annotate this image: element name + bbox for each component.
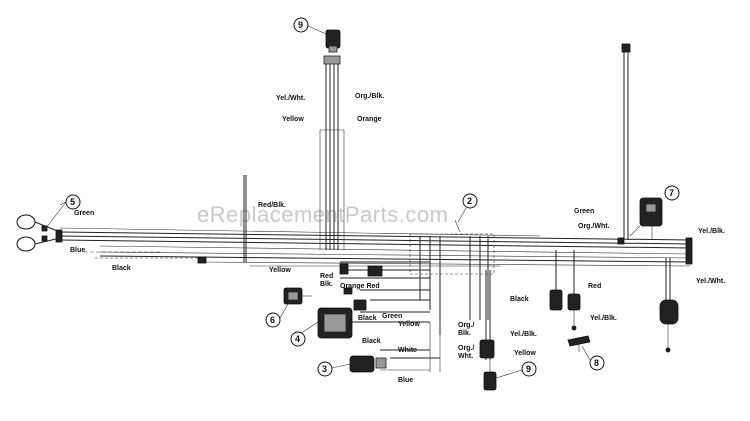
headlight-bulb-lower [16,236,36,252]
callout-9-bottom [521,361,537,377]
mast-cap [621,43,631,53]
label-yellow-low: Yellow [514,350,536,357]
label-yel-wht-right: Yel./Wht. [696,278,725,285]
label-orange-top: Orange [357,116,382,123]
label-org-wht-low: Org./Wht. [458,345,474,360]
label-blue-low: Blue [398,377,413,384]
label-org-wht-right: Org./Wht. [578,223,610,230]
callouts: 9 5 2 7 6 4 3 9 8 [65,17,680,379]
main-harness [55,227,693,267]
label-blue-left: Blue [70,247,85,254]
label-yel-blk-low: Yel./Blk. [510,331,537,338]
label-org-blk-low: Org./Blk. [458,322,474,337]
label-white: White [398,347,417,354]
svg-text:7: 7 [669,188,674,198]
left-end-connector [55,229,63,243]
svg-text:5: 5 [70,197,75,207]
headlight-group [16,199,71,252]
label-org-blk-top: Org./Blk. [355,93,384,100]
svg-text:2: 2 [467,196,472,206]
label-yel-wht-top: Yel./Wht. [276,95,305,102]
trunk-grommet [323,55,341,65]
switch-part [283,287,312,305]
label-yel-blk-right2: Yel./Blk. [590,315,617,322]
fuse-part [567,335,591,352]
callout-3 [317,361,333,377]
top-connector-part [325,29,341,49]
right-plug [659,299,679,325]
watermark-text: eReplacementParts.com [197,202,448,227]
lower-trunk [479,270,497,391]
junction-block [409,219,495,335]
right-mast [621,43,631,240]
label-green-right: Green [574,208,594,215]
callout-8 [589,355,605,371]
label-yellow-top: Yellow [282,116,304,123]
label-red: Red [320,273,333,280]
label-orange-red: Orange Red [340,283,380,290]
svg-text:4: 4 [295,334,300,344]
svg-text:9: 9 [526,364,531,374]
callout-4 [290,331,306,347]
label-green-mid: Green [382,313,402,320]
label-yel-blk-right: Yel./Blk. [698,228,725,235]
wire-labels: Yel./Wht. Org./Blk. Yellow Orange Green … [70,93,725,384]
callout-7 [664,185,680,201]
headlight-bulb-upper [16,214,36,230]
label-black-left: Black [112,265,131,272]
label-red-blk: Red/Blk. [258,202,286,209]
label-red-right: Red [588,283,601,290]
label-yellow-mid: Yellow [269,267,291,274]
svg-text:6: 6 [270,315,275,325]
callout-9-top [293,17,309,33]
solenoid-part [299,307,353,339]
label-yellow-mid2: Yellow [398,321,420,328]
label-black-mid: Black [358,315,377,322]
callout-6 [265,312,281,328]
callout-2 [462,193,478,209]
right-module-part [629,197,663,240]
svg-text:9: 9 [298,20,303,30]
label-black-low: Black [362,338,381,345]
svg-text:3: 3 [322,364,327,374]
label-blk: Blk. [320,281,333,288]
bottom-connector-part [483,371,497,391]
callout-5 [65,194,81,210]
lower-harness-cluster [339,261,441,372]
black-ring-terminal [197,256,207,264]
right-end-connector [685,237,693,265]
left-mast [243,175,247,262]
svg-text:8: 8 [594,358,599,368]
key-switch-part [349,355,387,373]
label-green-left: Green [74,210,94,217]
upper-trunk [319,29,345,250]
right-drop-lead [659,258,679,353]
right-leads [549,250,581,331]
label-black-right: Black [510,296,529,303]
